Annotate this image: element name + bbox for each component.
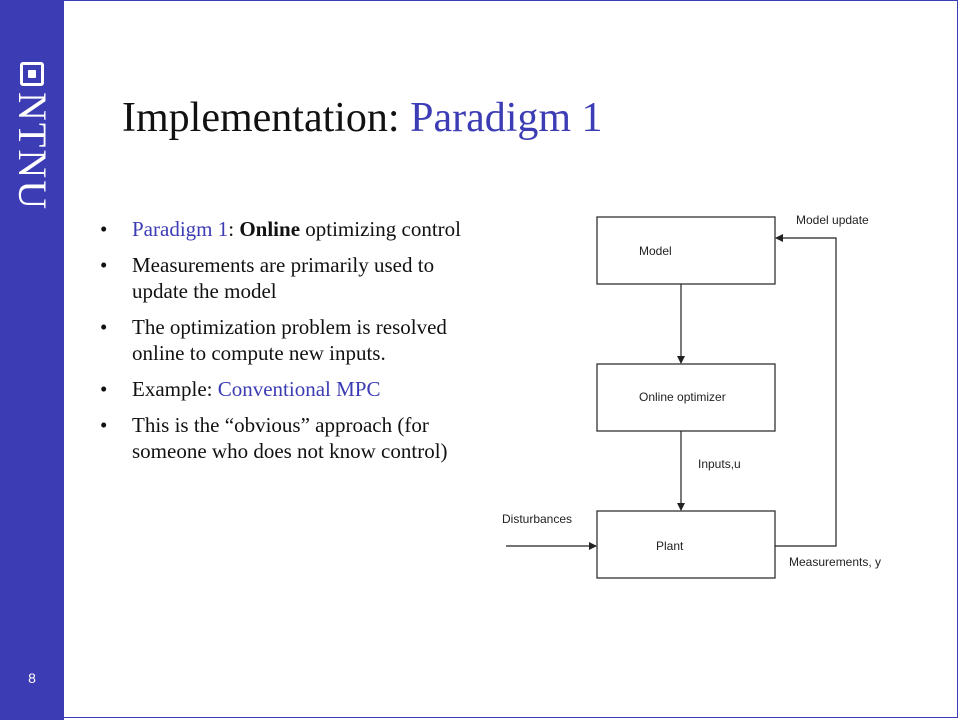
model-block	[596, 216, 776, 285]
bullet-accent: Conventional MPC	[217, 377, 381, 401]
optimizer-block	[596, 363, 776, 432]
measurements-label: Measurements, y	[789, 555, 881, 569]
bullet-list: Paradigm 1: Online optimizing control Me…	[100, 216, 480, 474]
slide-frame	[64, 0, 958, 718]
sidebar: NTNU 8	[0, 0, 64, 720]
bullet-item: This is the “obvious” approach (for some…	[100, 412, 480, 464]
model-label: Model	[639, 244, 672, 258]
block-diagram-svg: Model Online optimizer Plant Model updat…	[502, 213, 881, 579]
bullet-sep: :	[228, 217, 240, 241]
bullet-item: The optimization problem is resolved onl…	[100, 314, 480, 366]
bullet-item: Paradigm 1: Online optimizing control	[100, 216, 480, 242]
ntnu-logo-icon	[20, 62, 44, 86]
model-update-label: Model update	[796, 213, 869, 227]
bullet-lead: Example:	[132, 377, 218, 401]
bullet-bold: Online	[239, 217, 301, 241]
inputs-label: Inputs,u	[698, 457, 741, 471]
logo-text: NTNU	[10, 92, 55, 212]
bullet-item: Measurements are primarily used to updat…	[100, 252, 480, 304]
slide-number: 8	[28, 670, 36, 686]
feedback-arrow	[775, 234, 837, 547]
bullet-item: Example: Conventional MPC	[100, 376, 480, 402]
bullet-lead: Paradigm 1	[132, 217, 229, 241]
plant-block	[596, 510, 776, 579]
slide-title: Implementation: Paradigm 1	[122, 94, 603, 142]
plant-label: Plant	[656, 539, 684, 553]
block-diagram: Model Online optimizer Plant Model updat…	[500, 200, 920, 600]
title-accent: Paradigm 1	[410, 95, 603, 141]
title-prefix: Implementation:	[122, 95, 411, 141]
bullet-rest: optimizing control	[300, 217, 461, 241]
disturbances-label: Disturbances	[502, 512, 572, 526]
optimizer-label: Online optimizer	[639, 390, 726, 404]
